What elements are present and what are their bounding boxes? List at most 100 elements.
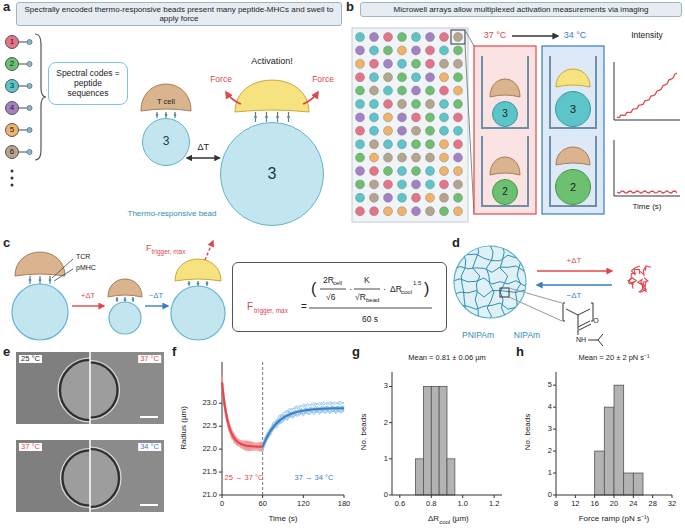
formula-term: ( — [311, 281, 316, 297]
formula-term: √R — [355, 293, 366, 302]
node-text: Spectral codes = peptide sequences — [53, 69, 123, 98]
bead-dot — [440, 113, 449, 122]
formula-term: 2R — [323, 276, 334, 285]
bead-dot — [384, 59, 393, 68]
bead-dot — [384, 46, 393, 55]
subscript: trigger, max — [152, 248, 186, 255]
formula-term: bead — [366, 297, 379, 303]
bead-dot — [398, 59, 407, 68]
bead-dot — [412, 86, 421, 95]
peptide-stem — [19, 129, 27, 130]
bead-dot — [398, 140, 407, 149]
bead-image — [58, 358, 90, 422]
bead-image — [90, 447, 121, 509]
tick — [575, 495, 576, 498]
panel-letter: b — [346, 0, 354, 14]
bead-dot — [398, 207, 407, 216]
mean-trace — [263, 408, 344, 447]
series-label: 37 → 34 °C — [295, 474, 334, 482]
bead-dot — [370, 193, 379, 202]
bead-dot — [454, 140, 463, 149]
pmhc-symbol — [165, 114, 168, 117]
bead-image — [90, 447, 121, 509]
panel-letter: a — [3, 0, 10, 14]
temperature-panel — [474, 46, 536, 214]
tick-label: 60 — [258, 500, 266, 508]
tick — [553, 429, 556, 430]
arrow — [537, 284, 612, 285]
bead-dot — [412, 193, 421, 202]
header-box: Spectrally encoded thermo-responsive bea… — [16, 2, 342, 26]
bead-dot — [454, 73, 463, 82]
t-cell-shape — [490, 157, 520, 175]
bead-image — [61, 449, 91, 508]
axis — [556, 372, 672, 495]
microwell — [550, 136, 596, 206]
bead-dot — [440, 86, 449, 95]
pmhc-symbol — [206, 282, 209, 285]
pmhc-symbol — [265, 116, 268, 119]
fraction-bar — [320, 289, 346, 290]
panel-letter: f — [172, 345, 176, 359]
formula-term: trigger, max — [254, 308, 288, 315]
radius-trace — [222, 388, 263, 449]
node-text: Microwell arrays allow multiplexed activ… — [366, 5, 676, 14]
bead-dot — [384, 86, 393, 95]
panel-e-art — [16, 352, 164, 512]
tick — [614, 495, 615, 498]
bead-dot — [370, 33, 379, 42]
bead-dot — [356, 33, 365, 42]
subscript: cool — [439, 519, 450, 526]
temperature-label: 37 °C — [484, 31, 507, 41]
tick — [399, 495, 400, 498]
connector-arrow — [187, 157, 220, 158]
formula-term: 1.5 — [413, 280, 421, 286]
bead-dot — [440, 193, 449, 202]
tick — [672, 495, 673, 498]
radius-trace — [263, 407, 344, 451]
bead-dot — [412, 73, 421, 82]
bead-label: Thermo-responsive bead — [128, 210, 217, 219]
bead-dot — [440, 73, 449, 82]
bead-dot — [356, 46, 365, 55]
microwell — [550, 56, 596, 128]
pmhc-symbol — [27, 84, 32, 89]
polymer-chain — [486, 244, 494, 324]
polymer-chains — [452, 244, 532, 324]
radius-trace — [222, 388, 263, 445]
histogram-bar — [624, 473, 634, 495]
annotation: Activation! — [251, 57, 293, 67]
bead-image — [90, 361, 120, 420]
bead-dot — [370, 59, 379, 68]
axis-title: No. beads — [524, 414, 533, 450]
radius-trace — [222, 381, 263, 448]
tick-label: 0.6 — [395, 500, 405, 508]
tick — [494, 495, 495, 498]
bead-dot — [384, 140, 393, 149]
bead-dot — [454, 33, 463, 42]
temperature-change: +ΔT — [81, 292, 95, 300]
bead-dot — [384, 193, 393, 202]
bead-dot — [440, 153, 449, 162]
temperature-change: −ΔT — [149, 292, 163, 300]
formula-term: = — [301, 302, 307, 312]
axis-title: (µm) — [452, 515, 469, 524]
peptide-stem — [19, 41, 27, 42]
panel-h-chart — [553, 372, 672, 498]
bead-dot — [384, 33, 393, 42]
bead-dot — [426, 86, 435, 95]
bead-dot — [426, 167, 435, 176]
histogram-bar — [595, 451, 605, 495]
tick — [553, 385, 556, 386]
zoom-box — [500, 288, 509, 297]
bead-dot — [440, 207, 449, 216]
bead-dot — [384, 153, 393, 162]
chemical-structure — [579, 324, 591, 330]
panel-g-chart — [389, 372, 502, 498]
node-text: 3 — [502, 108, 508, 120]
histogram-bar — [614, 385, 624, 495]
bead-dot — [384, 73, 393, 82]
panel-d-art — [452, 244, 651, 346]
bead-dot — [370, 73, 379, 82]
radius-trace — [222, 380, 263, 447]
